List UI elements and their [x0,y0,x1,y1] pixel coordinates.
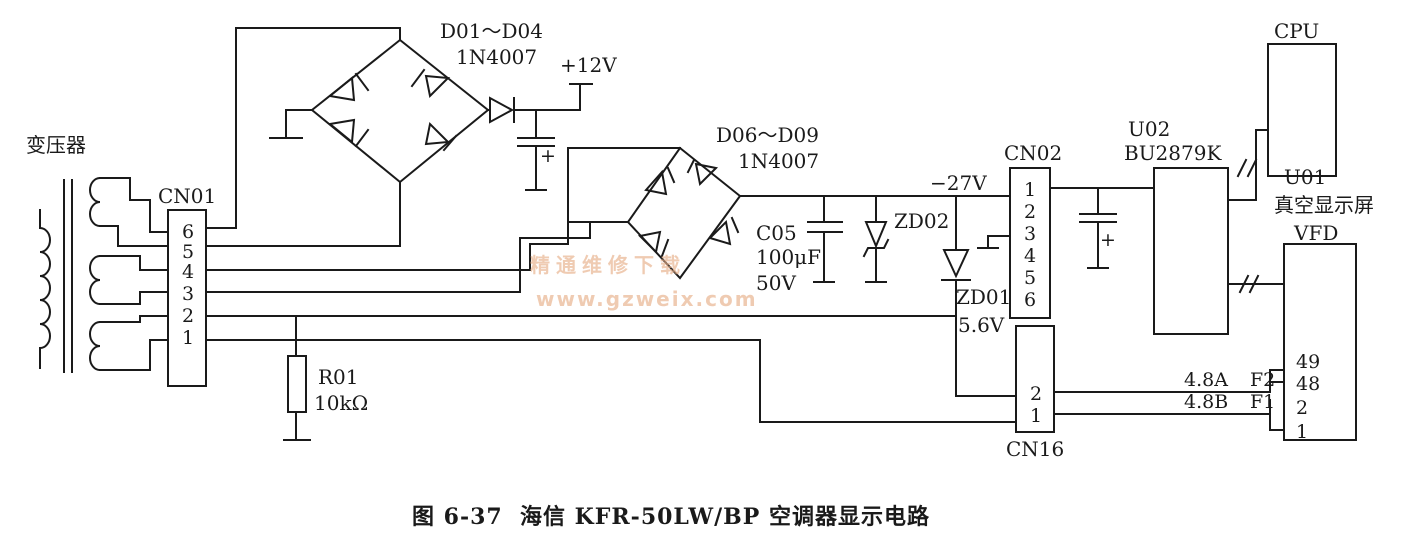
u01-label: U01 [1284,165,1326,189]
vfd-pin-48: 48 [1296,373,1320,395]
cn01-pin-4: 4 [182,261,194,283]
cn02-label: CN02 [1004,141,1062,165]
vfd-label: VFD [1293,221,1338,245]
c05-value: 100μF [756,245,821,269]
u02-chip [1153,129,1285,335]
zd02-label: ZD02 [894,209,949,233]
watermark-url: www.gzweix.com [536,287,758,311]
cpu-block [1267,43,1337,177]
d01-d04-label: D01～D04 [440,19,543,43]
f2-label: F2 [1250,369,1275,391]
cn02-pin-3: 3 [1024,223,1036,245]
transformer-label: 变压器 [26,133,86,157]
plus12v-label: +12V [560,53,617,77]
c05-voltage: 50V [756,271,796,295]
transformer [38,176,169,373]
vfd-pin-2: 2 [1296,397,1308,419]
bridge-d01-d04 [205,27,593,247]
vfd-pin-1: 1 [1296,421,1308,443]
figure-number: 图 6-37 [412,504,503,530]
d06-d09-label: D06～D09 [716,123,819,147]
minus27v-label: −27V [930,171,987,195]
figure-title: 海信 KFR-50LW/BP 空调器显示电路 [520,504,930,530]
r01-value: 10kΩ [314,391,368,415]
cn02-pin-6: 6 [1024,289,1036,311]
cn16-pin-2: 2 [1030,383,1042,405]
cn01-pin-2: 2 [182,305,194,327]
vfd-pin-49: 49 [1296,351,1320,373]
cn16-pin-1: 1 [1030,405,1042,427]
cn01-pin-5: 5 [182,241,194,263]
vfd-display [1269,243,1357,441]
cn01-pin-3: 3 [182,283,194,305]
cn01-pin-1: 1 [182,327,194,349]
u01-desc: 真空显示屏 [1274,193,1374,217]
d06-d09-part: 1N4007 [738,149,819,173]
cpu-label: CPU [1274,19,1319,43]
cap-plus-1: + [540,145,556,167]
cn16-label: CN16 [1006,437,1064,461]
f1-label: F1 [1250,391,1275,413]
d01-d04-part: 1N4007 [456,45,537,69]
cn02-pin-1: 1 [1024,179,1036,201]
zd01-value: 5.6V [958,313,1005,337]
r01-label: R01 [318,365,359,389]
v48b-label: 4.8B [1184,391,1228,413]
cn02-pin-4: 4 [1024,245,1036,267]
r01-resistor [205,315,1017,441]
cn01-label: CN01 [158,184,216,208]
cn16-connector [1015,325,1271,433]
v48a-label: 4.8A [1184,369,1228,391]
bridge-d06-d09 [205,146,1011,293]
cn01-pin-6: 6 [182,221,194,243]
c05-label: C05 [756,221,797,245]
cn02-pin-2: 2 [1024,201,1036,223]
cn02-pin-5: 5 [1024,267,1036,289]
u02-part: BU2879K [1124,141,1222,165]
watermark-text: 精通维修下载 [530,253,686,277]
u02-label: U02 [1128,117,1170,141]
cn02-connector [977,167,1155,319]
cn01-connector [167,209,207,387]
zd01-branch [205,195,1017,397]
cap-plus-2: + [1100,229,1116,251]
zd01-label: ZD01 [956,285,1011,309]
